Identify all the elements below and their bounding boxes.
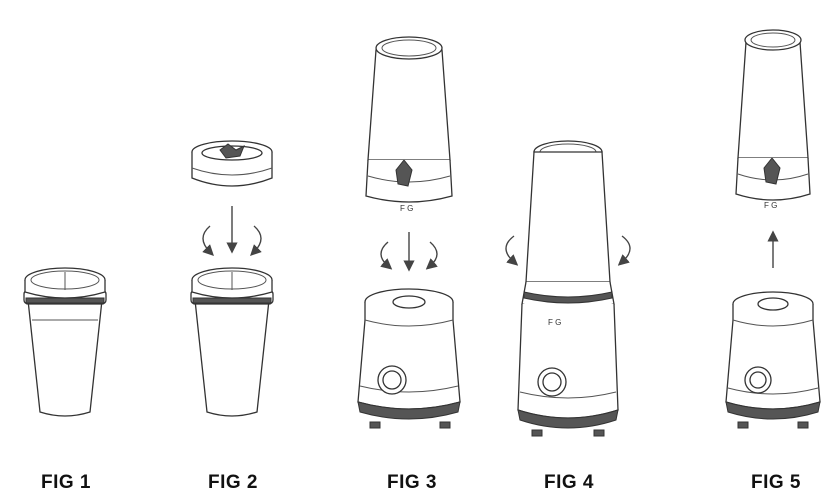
fig5-cup-marking: F G [764,201,777,210]
fig4-twist-arrows [505,235,631,266]
fig3-inverted-cup: F G [365,36,453,213]
fig5-motor-base [725,291,821,429]
fig2-label: FIG 2 [207,472,259,493]
fig4-cup-marking: F G [548,318,561,327]
fig3-label: FIG 3 [386,472,438,493]
fig2-twist-arrows [202,206,262,256]
fig2-blade-assembly [191,140,273,187]
fig5-lifted-cup: F G [735,29,811,210]
fig5-label: FIG 5 [750,472,802,493]
fig3-twist-arrows [380,232,438,272]
fig1-label: FIG 1 [40,472,92,493]
fig4-label: FIG 4 [543,472,595,493]
fig4-assembled-blender: F G [517,140,619,437]
fig3-motor-base [357,288,461,429]
fig1-cup [23,267,107,417]
fig2-cup [190,267,274,417]
fig3-cup-marking: F G [400,204,413,213]
